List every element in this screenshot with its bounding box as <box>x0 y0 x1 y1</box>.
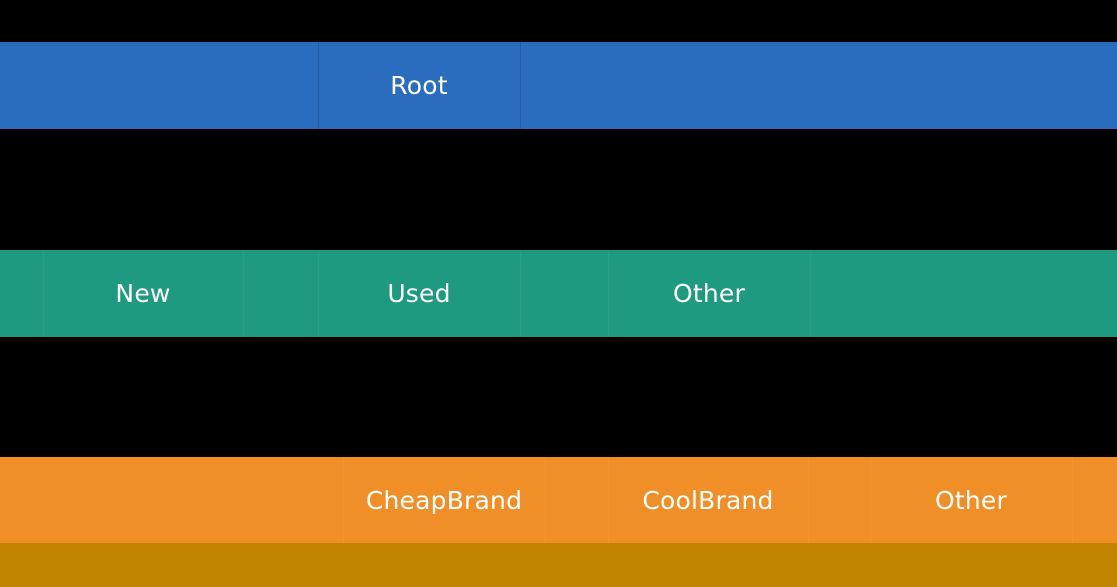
icicle-node-label: New <box>115 279 171 308</box>
icicle-level-root: Root <box>0 42 1117 129</box>
segment-divider <box>318 42 319 129</box>
segment-divider <box>318 250 319 337</box>
segment-divider <box>520 42 521 129</box>
icicle-node-condition-2[interactable] <box>243 250 318 337</box>
segment-divider <box>343 457 344 543</box>
icicle-node-label: Other <box>673 279 745 308</box>
icicle-level-leaf <box>0 543 1117 587</box>
icicle-level-condition: New Used Other <box>0 250 1117 337</box>
icicle-node-label: CoolBrand <box>642 485 774 515</box>
segment-divider <box>545 457 546 543</box>
icicle-node-brand-0[interactable] <box>0 457 343 543</box>
icicle-node-condition-4[interactable] <box>520 250 608 337</box>
icicle-node-root[interactable]: Root <box>318 42 520 129</box>
segment-divider <box>520 250 521 337</box>
icicle-node-other[interactable]: Other <box>870 457 1072 543</box>
segment-divider <box>243 250 244 337</box>
segment-divider <box>808 457 809 543</box>
segment-divider <box>870 457 871 543</box>
icicle-node-coolbrand[interactable]: CoolBrand <box>608 457 808 543</box>
icicle-node-other[interactable]: Other <box>608 250 810 337</box>
icicle-node-root-2[interactable] <box>520 42 1117 129</box>
icicle-node-condition-0[interactable] <box>0 250 43 337</box>
segment-divider <box>608 250 609 337</box>
icicle-node-brand-2[interactable] <box>545 457 608 543</box>
icicle-node-label: Other <box>935 485 1007 515</box>
icicle-node-label: Root <box>390 71 448 100</box>
segment-divider <box>608 457 609 543</box>
icicle-node-leaf-0[interactable] <box>0 543 1117 587</box>
icicle-level-brand: CheapBrand CoolBrand Other <box>0 457 1117 543</box>
icicle-node-brand-4[interactable] <box>808 457 870 543</box>
icicle-node-condition-6[interactable] <box>810 250 1117 337</box>
icicle-node-used[interactable]: Used <box>318 250 520 337</box>
segment-divider <box>43 250 44 337</box>
segment-divider <box>810 250 811 337</box>
icicle-node-label: Used <box>387 279 451 308</box>
icicle-node-cheapbrand[interactable]: CheapBrand <box>343 457 545 543</box>
segment-divider <box>1072 457 1073 543</box>
icicle-node-brand-6[interactable] <box>1072 457 1117 543</box>
icicle-node-root-0[interactable] <box>0 42 318 129</box>
icicle-node-new[interactable]: New <box>43 250 243 337</box>
icicle-node-label: CheapBrand <box>365 485 523 515</box>
